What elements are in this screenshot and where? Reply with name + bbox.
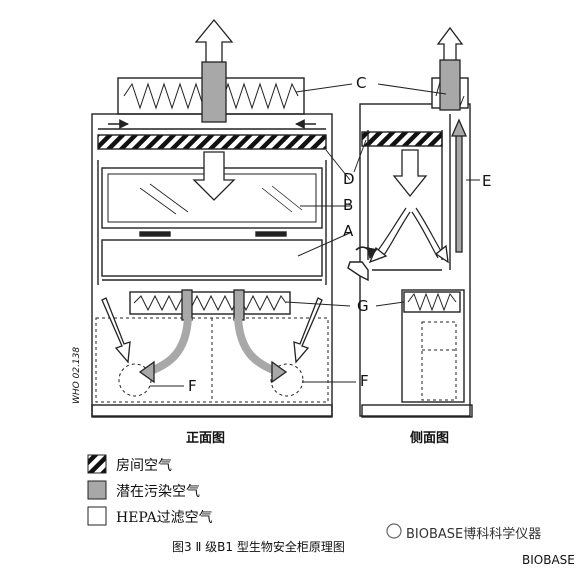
leader-c-front [295, 83, 353, 93]
leader-g-side [375, 301, 405, 307]
side-rear-gray-head [451, 118, 467, 137]
label-f-side: F [360, 372, 369, 390]
leader-d-side [353, 139, 367, 173]
front-lower-filter-box [129, 291, 291, 315]
leader-a [297, 231, 353, 257]
watermark-logo-icon [386, 523, 402, 539]
front-curve-left-head [138, 360, 155, 384]
front-curve-right-head [271, 360, 288, 384]
front-glass-reflection-1 [139, 187, 177, 215]
leader-g-front [285, 301, 351, 307]
leader-lines [150, 83, 480, 387]
side-split-right-outline [411, 207, 445, 259]
leader-d-front [325, 149, 351, 181]
front-glass-reflection-4 [271, 185, 303, 211]
side-split-right-head [434, 244, 449, 264]
label-b: B [343, 196, 354, 214]
label-g: G [357, 297, 369, 315]
front-return-duct-left [181, 289, 193, 321]
front-right-fan [270, 363, 304, 397]
side-exhaust-duct-gray [439, 59, 461, 111]
front-glass-reflection-2 [149, 183, 189, 213]
front-airflow [101, 18, 323, 384]
side-cabinet-base [361, 404, 473, 418]
side-exhaust-up-arrow [436, 26, 464, 63]
side-view-caption: 侧面图 [410, 431, 450, 446]
front-return-duct-right [233, 289, 245, 321]
side-lower-compartment [401, 289, 465, 403]
front-glass-reflection-3 [261, 187, 293, 213]
label-a: A [343, 222, 354, 240]
side-room-air-band [361, 131, 443, 147]
label-e: E [482, 172, 492, 190]
who-code-label: WHO 02.138 [72, 346, 82, 404]
legend-swatch-contaminated-air [87, 480, 107, 500]
front-right-diagonal-arrow [293, 297, 323, 364]
side-fan-box [421, 321, 457, 401]
leader-c-side [377, 83, 447, 95]
front-downflow-arrow [192, 151, 236, 201]
legend-label-contaminated-air: 潜在污染空气 [116, 484, 200, 500]
front-work-zone [101, 239, 323, 277]
front-sash-handle-left [139, 231, 171, 237]
side-lower-hepa [407, 292, 457, 312]
side-airflow [355, 26, 467, 264]
front-cabinet-base [91, 404, 333, 418]
front-sash-handle-right [255, 231, 287, 237]
front-left-diagonal-arrow [101, 297, 131, 364]
watermark-text: BIOBASE博科科学仪器 [406, 527, 542, 542]
legend-swatches [87, 454, 107, 526]
front-view [91, 77, 333, 418]
front-lower-hepa-filter [133, 294, 287, 312]
figure-caption: 图3 Ⅱ 级B1 型生物安全柜原理图 [172, 540, 345, 554]
side-cabinet-body [359, 103, 471, 417]
label-f-front: F [188, 377, 197, 395]
side-sash-lip [347, 261, 369, 282]
legend-swatch-room-air [87, 454, 107, 474]
side-rear-gray-duct [455, 133, 463, 253]
front-exhaust-duct-gray [201, 61, 227, 123]
brand-footer: BIOBASE [522, 553, 575, 567]
side-view [347, 77, 473, 418]
label-d: D [343, 170, 355, 188]
legend-label-room-air: 房间空气 [116, 458, 172, 474]
label-c: C [356, 74, 367, 92]
side-split-left-head [368, 246, 388, 264]
front-room-air-band [97, 134, 327, 150]
legend-swatch-hepa-air [87, 506, 107, 526]
side-downflow-arrow [392, 149, 428, 198]
side-intake-curl-arrow [355, 246, 378, 260]
legend-label-hepa-air: HEPA过滤空气 [116, 510, 213, 526]
front-view-caption: 正面图 [186, 431, 226, 446]
